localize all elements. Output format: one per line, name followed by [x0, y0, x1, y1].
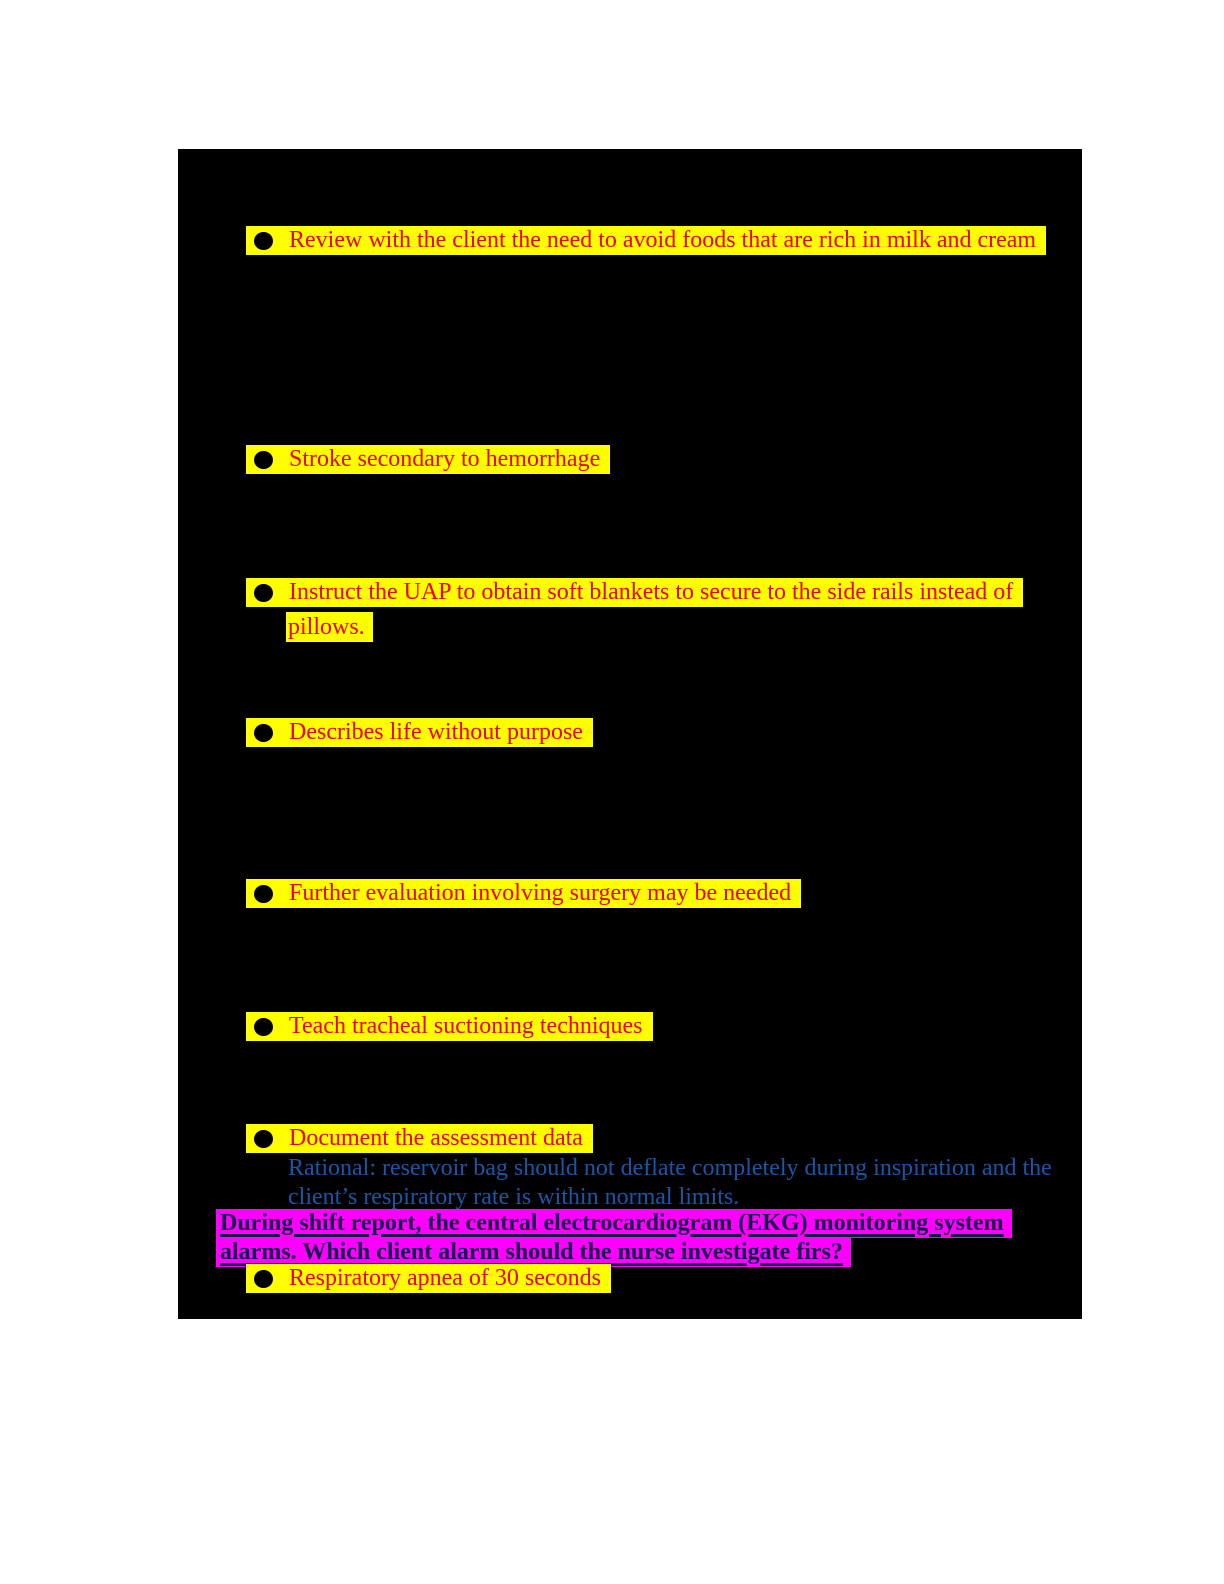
document-canvas: Review with the client the need to avoid…	[178, 149, 1082, 1319]
answer-option-text: Review with the client the need to avoid…	[289, 227, 1037, 253]
answer-option: Describes life without purpose	[246, 718, 593, 747]
answer-option-text: Teach tracheal suctioning techniques	[289, 1013, 643, 1039]
bullet-icon	[254, 583, 273, 602]
bullet-icon	[254, 1269, 273, 1288]
bullet-icon	[254, 723, 273, 742]
answer-option-text: pillows.	[288, 613, 365, 640]
answer-option-text: Instruct the UAP to obtain soft blankets…	[289, 579, 1014, 605]
answer-option: Stroke secondary to hemorrhage	[246, 445, 611, 474]
answer-option-text: Describes life without purpose	[289, 719, 583, 745]
question-line-1: During shift report, the central electro…	[216, 1209, 1012, 1238]
bullet-icon	[254, 450, 273, 469]
bullet-icon	[254, 884, 273, 903]
answer-option: Teach tracheal suctioning techniques	[246, 1012, 653, 1041]
answer-option-text: Stroke secondary to hemorrhage	[289, 446, 601, 472]
answer-option: Respiratory apnea of 30 seconds	[246, 1264, 611, 1293]
answer-option: Further evaluation involving surgery may…	[246, 879, 802, 908]
answer-option-wrap-line: pillows.	[286, 612, 373, 642]
rationale-line-1: Rational: reservoir bag should not defla…	[288, 1155, 1052, 1181]
rationale-line-2: client’s respiratory rate is within norm…	[288, 1184, 740, 1210]
answer-option: Instruct the UAP to obtain soft blankets…	[246, 578, 1024, 607]
bullet-icon	[254, 1129, 273, 1148]
answer-option-text: Further evaluation involving surgery may…	[289, 880, 792, 906]
answer-option: Document the assessment data	[246, 1124, 593, 1153]
bullet-icon	[254, 1017, 273, 1036]
bullet-icon	[254, 231, 273, 250]
answer-option-text: Document the assessment data	[289, 1125, 583, 1151]
answer-option-text: Respiratory apnea of 30 seconds	[289, 1265, 601, 1291]
question-line-2: alarms. Which client alarm should the nu…	[216, 1238, 851, 1267]
answer-option: Review with the client the need to avoid…	[246, 226, 1047, 255]
